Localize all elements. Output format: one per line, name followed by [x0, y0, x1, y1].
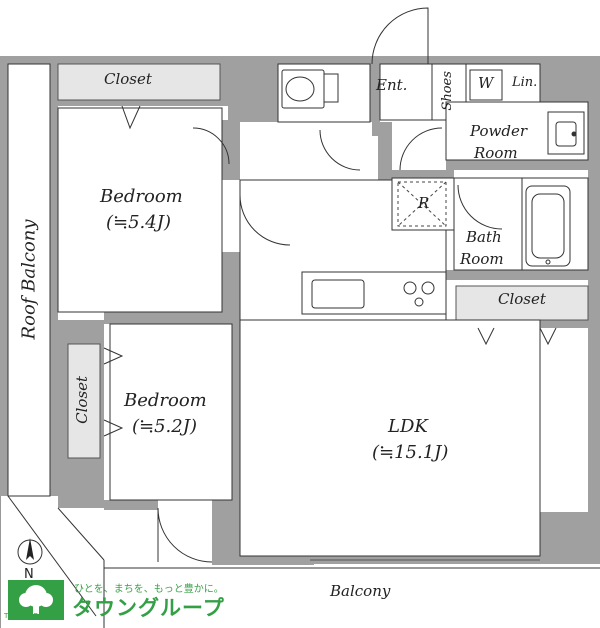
- ldk-size: (≒15.1J): [372, 442, 449, 463]
- logo-name: タウングループ: [72, 596, 225, 620]
- kitchen-counter: [301, 271, 447, 315]
- washer-label: W: [478, 74, 494, 92]
- bedroom2-name: Bedroom: [124, 390, 207, 411]
- logo-subname: TOWN GROUP: [4, 612, 54, 620]
- balcony-label: Balcony: [330, 582, 391, 600]
- logo-tagline: ひとを、まちを、もっと豊かに。: [74, 584, 224, 595]
- ldk-name: LDK: [388, 416, 428, 437]
- sink-icon: [547, 111, 585, 155]
- refrigerator-icon: [397, 181, 447, 227]
- toilet-icon: [281, 69, 339, 109]
- washer-icon: [469, 69, 503, 101]
- bedroom2-size: (≒5.2J): [132, 416, 197, 437]
- tree-logo: [8, 580, 64, 620]
- powder-room-label-2: Room: [474, 144, 518, 162]
- closets: [57, 63, 589, 459]
- closet-left-label: Closet: [73, 375, 92, 424]
- bath-room-label-1: Bath: [466, 228, 502, 246]
- linen-label: Lin.: [512, 75, 538, 90]
- doors: [157, 7, 503, 563]
- shoes-label: Shoes: [440, 71, 456, 111]
- bath-room-label-2: Room: [460, 250, 504, 268]
- bathtub-icon: [525, 185, 571, 267]
- compass-icon: [17, 538, 43, 565]
- powder-room-label-1: Powder: [470, 122, 528, 140]
- compass-north-label: N: [24, 567, 34, 582]
- entrance-label: Ent.: [376, 76, 408, 94]
- closet-top-label: Closet: [104, 70, 152, 88]
- closet-door-marks: [103, 105, 557, 437]
- roof-balcony-label: Roof Balcony: [18, 219, 40, 340]
- roof-balcony-edge: [0, 495, 600, 628]
- bedroom1-size: (≒5.4J): [106, 212, 171, 233]
- refrigerator-label: R: [418, 194, 430, 212]
- bedroom1-name: Bedroom: [100, 186, 183, 207]
- closet-right-label: Closet: [498, 290, 546, 308]
